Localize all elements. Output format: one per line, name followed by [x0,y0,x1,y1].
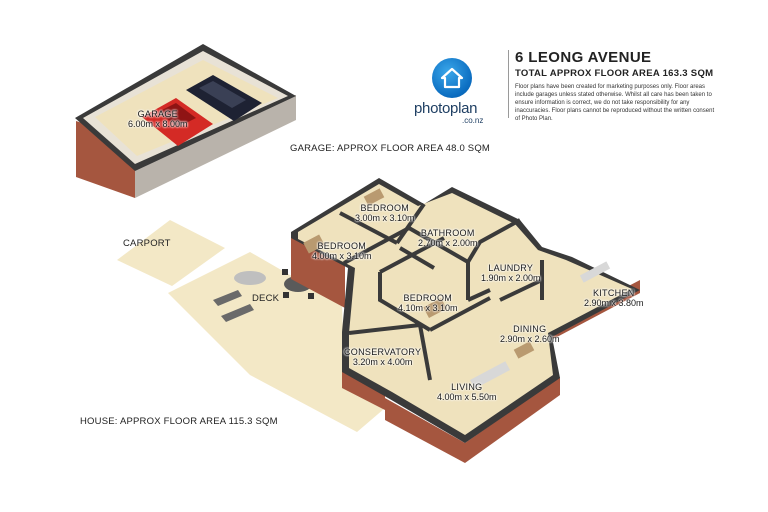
room-label-bedroom-2: BEDROOM 4.00m x 3.10m [312,241,372,261]
header-divider [508,50,509,118]
room-name: KITCHEN [592,288,635,298]
page-title: 6 LEONG AVENUE [515,49,652,66]
room-label-conservatory: CONSERVATORY 3.20m x 4.00m [344,347,421,367]
room-name: BATHROOM [420,228,475,238]
room-name: BEDROOM [403,293,453,303]
room-dimensions: 2.90m x 2.60m [500,334,560,344]
carport-area [117,220,225,286]
house-icon [432,58,472,98]
room-label-bedroom-3: BEDROOM 4.10m x 3.10m [398,293,458,313]
room-name: BEDROOM [360,203,410,213]
total-floor-area: TOTAL APPROX FLOOR AREA 163.3 SQM [515,68,714,79]
disclaimer-text: Floor plans have been created for market… [515,84,715,122]
room-label-laundry: LAUNDRY 1.90m x 2.00m [481,263,541,283]
room-label-living: LIVING 4.00m x 5.50m [437,382,497,402]
room-name: LIVING [451,382,483,392]
outdoor-furniture-icon [213,269,314,322]
room-name: DINING [513,324,547,334]
carport-label: CARPORT [123,238,171,249]
room-label-dining: DINING 2.90m x 2.60m [500,324,560,344]
garage-building [75,44,296,198]
black-car-icon [186,75,262,121]
room-name: GARAGE [137,109,178,119]
garage-area-caption: GARAGE: APPROX FLOOR AREA 48.0 SQM [290,143,491,154]
room-dimensions: 3.20m x 4.00m [352,357,413,367]
room-dimensions: 6.00m x 8.00m [128,119,188,129]
room-label-bedroom-1: BEDROOM 3.00m x 3.10m [355,203,415,223]
house-building [291,178,640,463]
room-label-bathroom: BATHROOM 2.70m x 2.00m [418,228,478,248]
room-dimensions: 4.00m x 5.50m [437,392,497,402]
room-name: BEDROOM [317,241,367,251]
logo-domain: .co.nz [462,116,484,125]
room-label-garage: GARAGE 6.00m x 8.00m [128,109,188,129]
room-name: CONSERVATORY [344,347,422,357]
logo-brand: photoplan [414,100,478,117]
furniture-icon [303,188,611,389]
room-name: LAUNDRY [488,263,534,273]
house-area-caption: HOUSE: APPROX FLOOR AREA 115.3 SQM [80,416,278,427]
room-dimensions: 4.10m x 3.10m [398,303,458,313]
room-dimensions: 3.00m x 3.10m [355,213,415,223]
room-dimensions: 2.90m x 3.80m [584,298,644,308]
room-dimensions: 1.90m x 2.00m [481,273,541,283]
room-label-kitchen: KITCHEN 2.90m x 3.80m [584,288,644,308]
photoplan-logo: photoplan .co.nz [412,58,504,128]
room-dimensions: 4.00m x 3.10m [312,251,372,261]
deck-label: DECK [252,293,280,304]
room-dimensions: 2.70m x 2.00m [418,238,478,248]
red-car-icon [142,98,213,146]
